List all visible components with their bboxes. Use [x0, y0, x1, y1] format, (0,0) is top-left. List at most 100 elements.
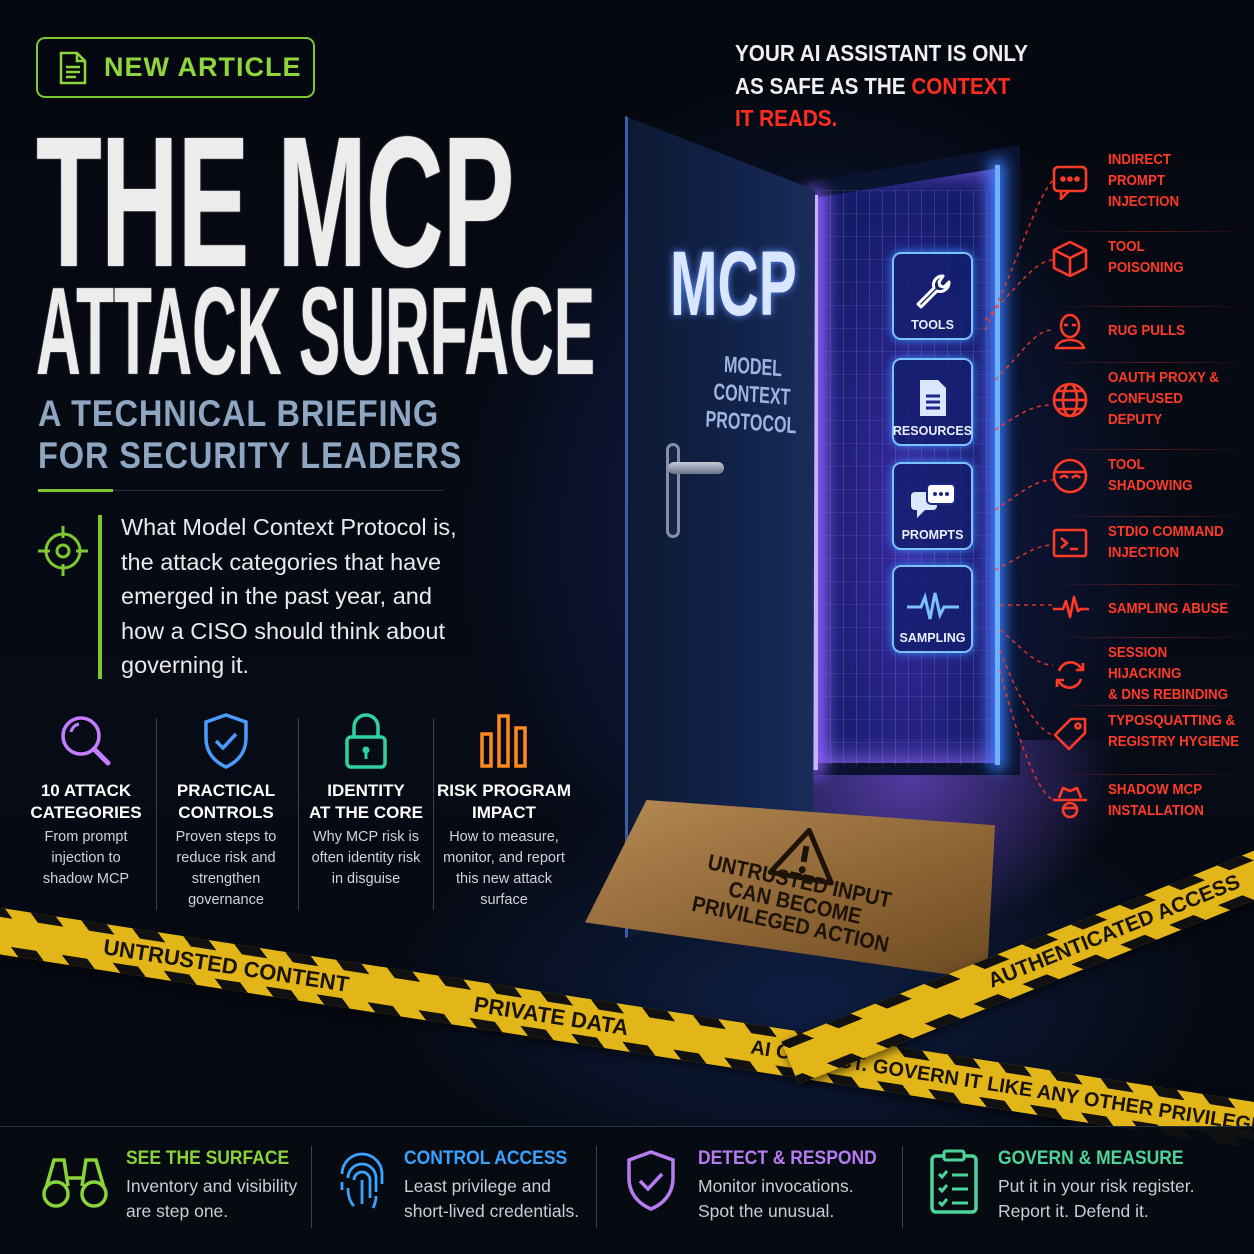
- mask-icon: [1050, 457, 1090, 495]
- capability-tools: TOOLS: [892, 252, 973, 340]
- attack-category-label: TOOL SHADOWING: [1108, 457, 1193, 494]
- capability-label: TOOLS: [911, 318, 954, 332]
- divider: [1045, 637, 1254, 638]
- capability-resources: RESOURCES: [892, 358, 973, 446]
- accent-bar: [98, 515, 102, 679]
- divider: [1045, 306, 1254, 307]
- pillar-title: GOVERN & MEASURE: [998, 1148, 1184, 1169]
- attack-category-label: SAMPLING ABUSE: [1108, 600, 1229, 617]
- clipboard-check-icon: [930, 1149, 978, 1214]
- subtitle-line-2: FOR SECURITY LEADERS: [38, 435, 463, 476]
- pillar-desc: short-lived credentials.: [404, 1201, 580, 1221]
- waveform-icon: [906, 591, 959, 620]
- pillar-desc: Inventory and visibility: [126, 1176, 298, 1196]
- chat-icon: [910, 483, 956, 518]
- feature-desc: From prompt injection to shadow MCP: [42, 829, 130, 887]
- feature-practical-controls: PRACTICAL CONTROLS Proven steps to reduce…: [151, 712, 301, 911]
- pillar-desc: are step one.: [126, 1201, 229, 1221]
- subtitle-line-1: A TECHNICAL BRIEFING: [38, 393, 440, 434]
- capability-prompts: PROMPTS: [892, 462, 973, 550]
- capability-sampling: SAMPLING: [892, 565, 973, 653]
- divider: [433, 718, 434, 910]
- subtitle: A TECHNICAL BRIEFING FOR SECURITY LEADER…: [38, 393, 462, 477]
- attack-category-item: INDIRECT PROMPT INJECTION: [1050, 150, 1185, 213]
- feature-title: CONTROLS: [178, 803, 274, 822]
- tagline-highlight: IT READS.: [735, 105, 838, 131]
- attack-category-label: STDIO COMMAND INJECTION: [1108, 524, 1224, 561]
- pillar-see-the-surface: SEE THE SURFACE Inventory and visibility a…: [40, 1148, 303, 1224]
- attack-category-label: SHADOW MCP INSTALLATION: [1108, 782, 1204, 819]
- attack-category-label: SESSION HIJACKING & DNS REBINDING: [1107, 645, 1228, 703]
- tag-icon: [1050, 713, 1090, 751]
- feature-title: IDENTITY: [327, 781, 405, 800]
- pillar-desc: Least privilege and: [404, 1176, 551, 1196]
- feature-title: IMPACT: [472, 803, 536, 822]
- door-lock-plate: [666, 443, 680, 538]
- attack-category-item: STDIO COMMAND INJECTION: [1050, 522, 1234, 564]
- divider: [1045, 449, 1254, 450]
- title-line-2: ATTACK SURFACE: [36, 263, 596, 401]
- badge-label: NEW ARTICLE: [104, 52, 302, 82]
- shield-check-icon: [204, 713, 248, 769]
- attack-category-item: SESSION HIJACKING & DNS REBINDING: [1050, 643, 1254, 706]
- attack-category-item: TYPOSQUATTING & REGISTRY HYGIENE: [1050, 711, 1251, 753]
- binoculars-icon: [42, 1158, 108, 1208]
- feature-attack-categories: 10 ATTACK CATEGORIES From prompt injectio…: [11, 712, 161, 890]
- tagline: YOUR AI ASSISTANT IS ONLY AS SAFE AS THE…: [735, 37, 1028, 135]
- tagline-line: YOUR AI ASSISTANT IS ONLY: [735, 40, 1028, 66]
- refresh-icon: [1050, 656, 1090, 694]
- shield-check-icon: [627, 1150, 675, 1211]
- pillar-control-access: CONTROL ACCESS Least privilege and short-l…: [336, 1148, 581, 1224]
- divider: [596, 1146, 597, 1228]
- attack-category-label: RUG PULLS: [1108, 322, 1186, 339]
- attack-category-item: OAUTH PROXY & CONFUSED DEPUTY: [1050, 368, 1229, 431]
- title-line-1: THE MCP: [36, 99, 514, 306]
- pulse-icon: [1050, 590, 1090, 628]
- pillar-desc: Report it. Defend it.: [998, 1201, 1149, 1221]
- divider: [1045, 516, 1254, 517]
- feature-desc: How to measure, monitor, and report this…: [443, 829, 565, 908]
- tape-text: PRIVATE DATA: [472, 991, 631, 1041]
- attack-category-item: TOOL SHADOWING: [1050, 455, 1200, 497]
- divider: [311, 1146, 312, 1228]
- terminal-icon: [1050, 524, 1090, 562]
- attack-category-label: OAUTH PROXY & CONFUSED DEPUTY: [1108, 370, 1219, 428]
- pillar-title: SEE THE SURFACE: [126, 1148, 290, 1169]
- file-icon: [919, 380, 946, 416]
- attack-category-item: SAMPLING ABUSE: [1050, 590, 1239, 628]
- feature-desc: Proven steps to reduce risk and strength…: [175, 829, 277, 908]
- divider: [902, 1146, 903, 1228]
- attack-category-label: TYPOSQUATTING & REGISTRY HYGIENE: [1108, 713, 1240, 750]
- feature-title: CATEGORIES: [30, 803, 142, 822]
- tape-text: UNTRUSTED CONTENT: [101, 934, 351, 997]
- lock-icon: [345, 713, 387, 769]
- fingerprint-icon: [340, 1152, 384, 1209]
- capability-label: RESOURCES: [892, 424, 973, 438]
- feature-title: AT THE CORE: [309, 803, 423, 822]
- document-icon: [59, 51, 87, 84]
- feature-title: RISK PROGRAM: [436, 781, 572, 800]
- attack-category-item: SHADOW MCP INSTALLATION: [1050, 780, 1212, 822]
- mcp-subtitle: MODEL CONTEXT PROTOCOL: [695, 348, 810, 440]
- masked-person-icon: [1050, 312, 1090, 350]
- globe-icon: [1050, 381, 1090, 419]
- feature-risk-program: RISK PROGRAM IMPACT How to measure, monit…: [429, 712, 579, 911]
- mcp-logo: MCP: [670, 233, 797, 335]
- feature-title: 10 ATTACK: [40, 781, 132, 800]
- feature-title: PRACTICAL: [176, 781, 276, 800]
- divider: [1045, 231, 1254, 232]
- divider: [1045, 774, 1254, 775]
- pillar-desc: Put it in your risk register.: [998, 1176, 1195, 1196]
- intro-paragraph: What Model Context Protocol is, the atta…: [121, 514, 457, 678]
- doorway-glow: [812, 195, 818, 770]
- pillar-desc: Spot the unusual.: [698, 1201, 835, 1221]
- divider: [156, 718, 157, 910]
- pillar-title: CONTROL ACCESS: [404, 1148, 568, 1169]
- divider: [1045, 362, 1254, 363]
- divider: [298, 718, 299, 910]
- new-article-badge: NEW ARTICLE: [36, 37, 315, 98]
- attack-category-item: TOOL POISONING: [1050, 237, 1190, 279]
- mcp-subtitle-line: MODEL CONTEXT: [713, 350, 791, 410]
- capability-label: PROMPTS: [901, 528, 964, 542]
